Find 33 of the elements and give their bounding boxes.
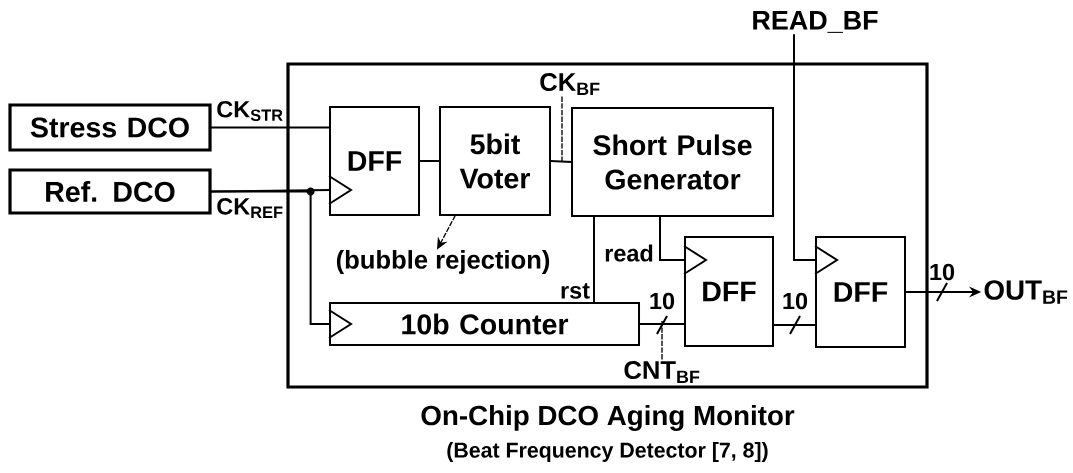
block-box: Ref. DCO [8,168,212,215]
edge-label: 10 [783,292,808,310]
wire [550,160,572,163]
edge-label: CK$_{STR}$ [217,100,283,122]
edge-label: 10 [930,263,955,281]
block-box: 5bit Voter [439,106,551,216]
flip-flop-box: 10b Counter [329,302,640,346]
flip-flop-box: DFF [329,106,420,216]
block-box: Stress DCO [8,103,212,152]
signal-label: CNT$_{BF}$ [624,361,700,383]
signal-label: (bubble rejection) [336,250,550,274]
node-label: On-Chip DCO Aging Monitor [421,405,795,431]
signal-label: OUT$_{BF}$ [984,280,1068,304]
edge-label: read [605,244,653,262]
leader-line [561,96,563,163]
edge-label: CK$_{REF}$ [217,198,283,218]
block-box: Short Pulse Generator [571,107,774,217]
edge-label: rst [561,283,590,299]
flip-flop-box: DFF [684,236,774,347]
leader-line [661,321,663,360]
clock-wire [793,34,839,275]
signal-label: CK$_{BF}$ [540,73,600,95]
node-label: (Beat Frequency Detector [7, 8]) [447,442,768,462]
wire [773,324,816,326]
wire [210,126,330,129]
clock-wire [659,216,708,275]
wire [419,160,440,162]
flip-flop-box: DFF [815,236,906,348]
signal-label: READ_BF [753,11,878,33]
wire [639,323,685,325]
wire [593,216,595,303]
clock-wire [210,190,353,339]
edge-label: 10 [650,292,675,310]
